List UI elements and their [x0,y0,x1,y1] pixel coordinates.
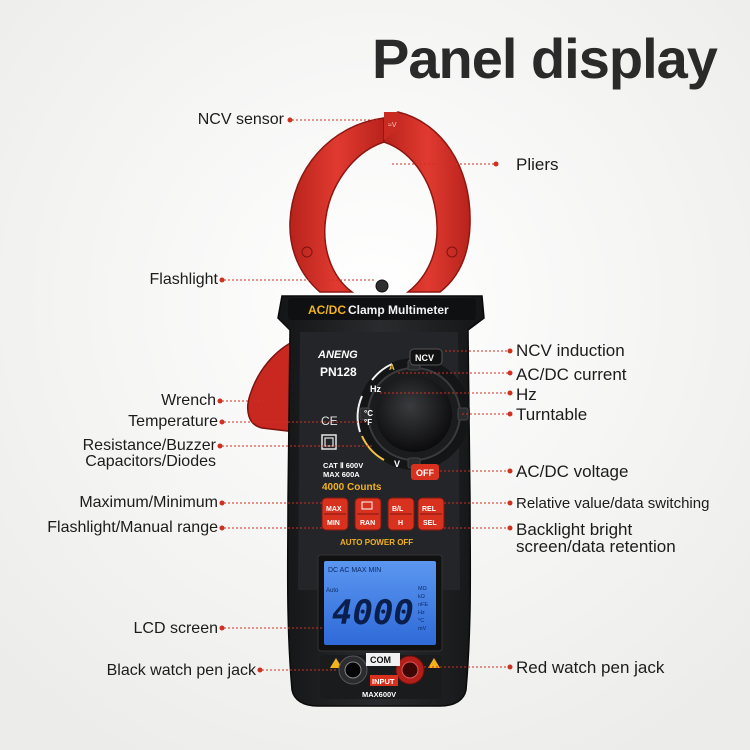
label-acdc-voltage: AC/DC voltage [516,462,629,481]
pointer-dots [217,117,513,673]
ce-mark: CE [321,414,338,428]
button-row[interactable] [321,497,445,531]
dial-label-hz: Hz [370,384,381,394]
wrench-trigger[interactable] [247,338,297,433]
label-lcd-screen: LCD screen [133,620,218,637]
cat-rating-1: CAT Ⅱ 600V [323,461,363,470]
label-ncv-induction: NCV induction [516,341,625,360]
label-turntable: Turntable [516,405,588,424]
lcd-reading: 4000 [332,593,414,633]
model-name: PN128 [320,365,357,379]
label-temperature: Temperature [128,413,218,430]
btn4-top: REL [422,506,437,513]
cat-rating-2: MAX 600A [323,470,360,479]
jack-com-label: COM [370,655,391,665]
dial-label-voltage: V [394,459,400,469]
pointer-lines [222,119,508,671]
rotary-dial[interactable] [356,358,470,470]
label-ncv-sensor: NCV sensor [197,111,284,128]
label-backlight-1: Backlight bright [516,520,633,539]
lcd-auto: Auto [326,588,339,594]
lcd-unit-5: mV [418,626,427,632]
btn4-bottom: SEL [423,520,437,527]
brand-title-rest: Clamp Multimeter [348,303,449,317]
pliers-jaws: ≈V [289,111,471,293]
page-title: Panel display [372,27,718,90]
label-flashlight-manual: Flashlight/Manual range [47,519,218,536]
label-relative-value: Relative value/data switching [516,495,710,512]
jack-max-label: MAX600V [362,690,396,699]
label-backlight-2: screen/data retention [516,537,676,556]
lcd-unit-3: Hz [418,610,425,616]
lcd-top-row: DC AC MAX MIN [328,567,381,574]
label-flashlight: Flashlight [149,271,218,288]
label-red-jack: Red watch pen jack [516,658,665,677]
off-badge [411,464,439,480]
counts-label: 4000 Counts [322,482,382,493]
dial-label-a: A [389,363,395,372]
label-resistance-buzzer: Resistance/Buzzer [82,437,216,454]
off-label: OFF [416,468,434,478]
auto-power-off: AUTO POWER OFF [340,538,413,547]
btn3-top: B/L [392,506,404,513]
svg-text:≈V: ≈V [388,122,397,129]
lcd-screen [317,554,443,652]
jack-area [320,653,442,699]
btn1-top: MAX [326,506,342,513]
lcd-unit-1: kΩ [418,594,425,600]
btn3-bottom: H [398,520,403,527]
btn1-bottom: MIN [327,520,340,527]
label-black-jack: Black watch pen jack [106,662,256,679]
label-acdc-current: AC/DC current [516,365,627,384]
btn2-bottom: RAN [360,520,375,527]
lcd-unit-0: MΩ [418,586,427,592]
lcd-unit-4: °C [418,618,424,624]
dial-label-temp-c: °C [364,409,373,418]
lcd-unit-2: nFE [418,602,428,608]
label-hz: Hz [516,385,537,404]
brand-title-prefix: AC/DC [308,303,346,317]
ncv-button-label: NCV [415,353,434,363]
label-max-min: Maximum/Minimum [79,494,218,511]
label-capacitors-diodes: Capacitors/Diodes [85,453,216,470]
jack-input-label: INPUT [372,677,395,686]
label-wrench: Wrench [161,392,216,409]
ncv-button-shape[interactable] [409,348,443,366]
label-pliers: Pliers [516,155,559,174]
brand-logo: ANENG [317,349,358,361]
dial-label-temp-f: °F [364,418,372,427]
